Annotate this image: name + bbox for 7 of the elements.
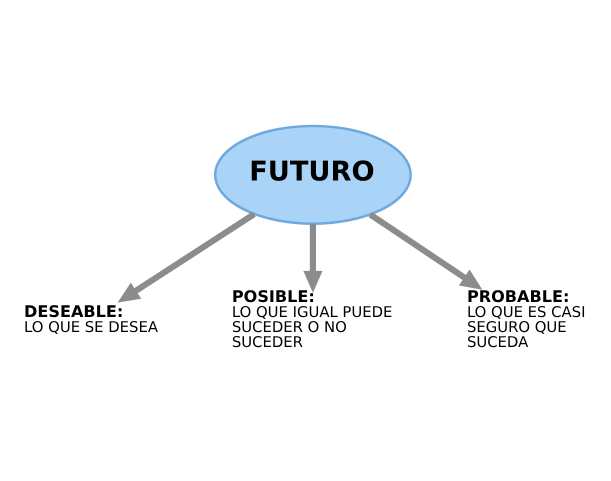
arrow <box>118 211 256 302</box>
arrow <box>303 223 323 292</box>
node-text: DESEABLE: LO QUE SE DESEA <box>24 301 158 336</box>
node-text: PROBABLE: LO QUE ES CASI SEGURO QUE SUCEDA <box>466 286 586 350</box>
node-text: POSIBLE: LO QUE IGUAL PUEDE SUCEDER O NO SUCEDER <box>232 286 392 350</box>
node-ellipse: FUTURO <box>214 124 412 224</box>
arrow <box>368 211 482 290</box>
